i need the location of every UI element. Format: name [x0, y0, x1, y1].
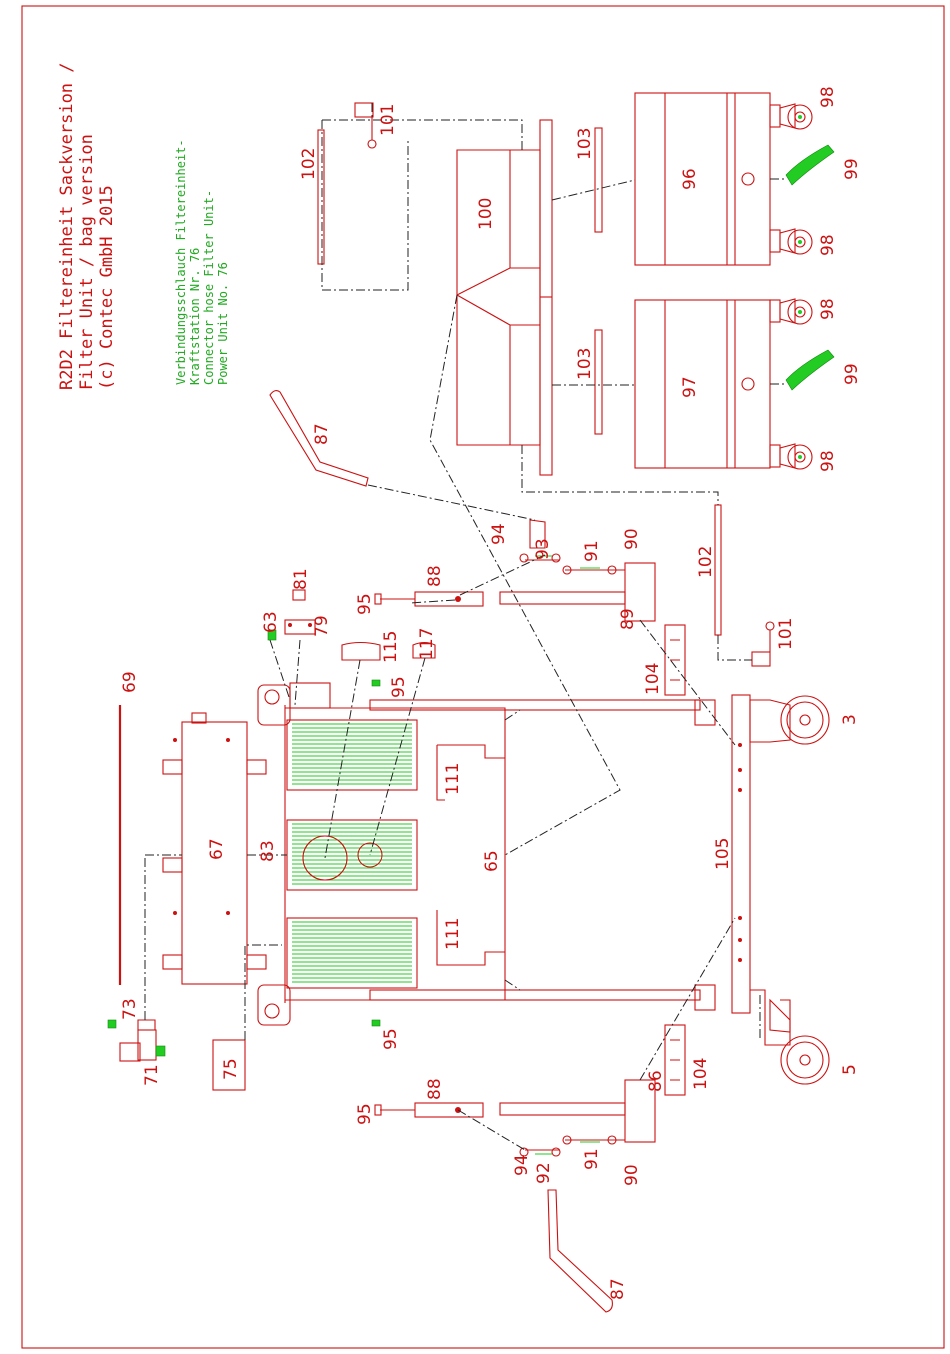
label-87-top: 87 — [312, 423, 332, 445]
label-73: 73 — [120, 998, 140, 1020]
label-90-top: 90 — [622, 528, 642, 550]
label-95-d: 95 — [355, 1103, 375, 1125]
label-86: 86 — [646, 1070, 666, 1092]
label-104-top: 104 — [643, 663, 663, 695]
label-79: 79 — [312, 615, 332, 637]
clamp-79 — [284, 589, 316, 635]
label-90-bottom: 90 — [622, 1164, 642, 1186]
arm-assembly-bottom — [374, 1079, 656, 1157]
label-92: 92 — [534, 1162, 554, 1184]
label-95-b: 95 — [389, 676, 409, 698]
label-67: 67 — [207, 838, 227, 860]
label-91-bottom: 91 — [582, 1148, 602, 1170]
label-117: 117 — [417, 628, 437, 660]
label-95-a: 95 — [355, 593, 375, 615]
label-103-b: 103 — [575, 348, 595, 380]
label-98-d: 98 — [818, 450, 838, 472]
label-98-c: 98 — [818, 298, 838, 320]
label-3: 3 — [840, 714, 860, 725]
label-91-top: 91 — [582, 540, 602, 562]
label-111-a: 111 — [443, 763, 463, 795]
main-frame — [257, 641, 830, 1085]
label-96: 96 — [680, 168, 700, 190]
label-98-a: 98 — [818, 86, 838, 108]
title-line-1: R2D2 Filtereinheit Sackversion / — [57, 62, 77, 390]
label-101-top: 101 — [378, 104, 398, 136]
label-102-bottom: 102 — [696, 546, 716, 578]
filter-cartridge-3 — [286, 917, 418, 989]
label-88-bottom: 88 — [425, 1078, 445, 1100]
label-99-b: 99 — [842, 363, 862, 385]
label-63: 63 — [261, 611, 281, 633]
label-83: 83 — [258, 840, 278, 862]
label-105: 105 — [713, 838, 733, 870]
screw-95-a — [371, 679, 381, 687]
part-labels: 3 5 63 65 67 69 71 73 75 79 81 83 86 87 … — [120, 86, 862, 1300]
title-line-3: (c) Contec GmbH 2015 — [97, 185, 117, 390]
manifold-67 — [162, 712, 267, 985]
sheet-border — [21, 5, 945, 1349]
label-102-top: 102 — [299, 148, 319, 180]
arm-assembly-top — [374, 519, 656, 622]
leader-lines — [144, 103, 786, 1151]
label-81: 81 — [291, 568, 311, 590]
label-69: 69 — [120, 671, 140, 693]
note-line-1: Verbindungsschlauch Filtereinheit- — [174, 139, 188, 385]
label-104-bottom: 104 — [691, 1058, 711, 1090]
castor-98-d — [769, 443, 813, 470]
title-block: R2D2 Filtereinheit Sackversion / Filter … — [57, 62, 117, 390]
label-103-a: 103 — [575, 128, 595, 160]
label-115: 115 — [381, 631, 401, 663]
wheel-5 — [750, 989, 830, 1085]
label-111-b: 111 — [443, 918, 463, 950]
castor-98-b — [769, 228, 813, 255]
label-95-c: 95 — [381, 1028, 401, 1050]
note-line-2: Kraftstation Nr. 76 — [188, 248, 202, 385]
castor-98-c — [769, 298, 813, 325]
label-87-bottom: 87 — [608, 1278, 628, 1300]
hose-99-a — [785, 144, 835, 186]
label-93: 93 — [533, 538, 553, 560]
screw-95-b — [371, 1019, 381, 1027]
bolt-63 — [267, 629, 277, 641]
filter-cartridge-2 — [286, 819, 418, 891]
filter-cartridge-1 — [286, 719, 418, 791]
title-line-2: Filter Unit / bag version — [77, 134, 97, 390]
connector-hose-note: Verbindungsschlauch Filtereinheit- Kraft… — [174, 139, 230, 385]
label-89: 89 — [618, 608, 638, 630]
label-98-b: 98 — [818, 234, 838, 256]
box-75 — [212, 1039, 246, 1091]
castor-98-a — [769, 103, 813, 130]
label-100: 100 — [476, 198, 496, 230]
note-line-3: Connector hose Filter Unit- — [202, 190, 216, 385]
label-94-bottom: 94 — [512, 1154, 532, 1176]
label-99-a: 99 — [842, 158, 862, 180]
note-line-4: Power Unit No. 76 — [216, 262, 230, 385]
hose-99-b — [785, 349, 835, 391]
wheel-3 — [749, 695, 830, 745]
handle-87-bottom — [547, 1189, 613, 1313]
label-65: 65 — [482, 850, 502, 872]
label-71: 71 — [142, 1064, 162, 1086]
label-97: 97 — [680, 376, 700, 398]
label-75: 75 — [221, 1058, 241, 1080]
valve-71 — [107, 1019, 166, 1062]
label-88-top: 88 — [425, 565, 445, 587]
label-5: 5 — [840, 1064, 860, 1075]
label-101-bottom: 101 — [776, 618, 796, 650]
label-94-top: 94 — [489, 523, 509, 545]
handle-87-top — [269, 390, 369, 487]
